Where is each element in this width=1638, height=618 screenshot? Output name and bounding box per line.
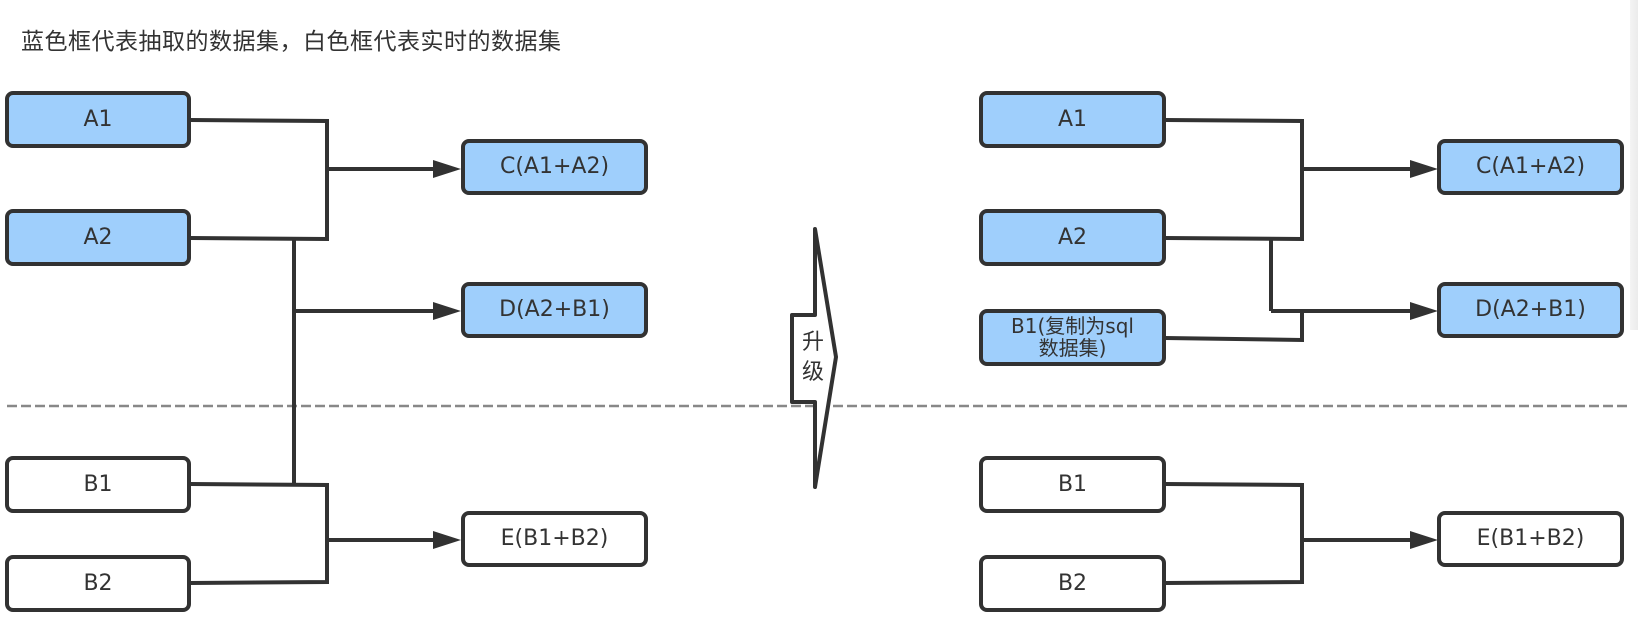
node-b1[interactable]: B1 xyxy=(5,456,191,513)
node-b2[interactable]: B2 xyxy=(5,555,191,612)
arrowhead-c xyxy=(433,160,461,178)
upgrade-arrow-shape xyxy=(790,227,838,489)
arrowhead-r-c xyxy=(1410,160,1438,178)
edge-r-a1-a2 xyxy=(1164,118,1304,242)
node-a2[interactable]: A2 xyxy=(5,209,191,266)
node-a1[interactable]: A1 xyxy=(5,91,191,148)
upgrade-label: 升 级 xyxy=(801,330,824,385)
arrowhead-d xyxy=(433,302,461,320)
node-r-a1[interactable]: A1 xyxy=(979,91,1166,148)
node-r-b1-sql[interactable]: B1(复制为sql数据集) xyxy=(979,309,1166,366)
diagram-caption: 蓝色框代表抽取的数据集，白色框代表实时的数据集 xyxy=(21,29,562,55)
node-r-d[interactable]: D(A2+B1) xyxy=(1437,282,1624,338)
node-r-c[interactable]: C(A1+A2) xyxy=(1437,139,1624,195)
panel-edge-shadow xyxy=(1630,0,1638,330)
node-r-b1[interactable]: B1 xyxy=(979,456,1166,513)
node-r-b2[interactable]: B2 xyxy=(979,555,1166,612)
node-d[interactable]: D(A2+B1) xyxy=(461,282,648,338)
edge-a1-c xyxy=(189,118,329,242)
node-r-a2[interactable]: A2 xyxy=(979,209,1166,266)
edge-b1-b2 xyxy=(189,482,329,585)
node-c[interactable]: C(A1+A2) xyxy=(461,139,648,195)
arrowhead-r-d xyxy=(1410,302,1438,320)
edge-r-b1sql-d xyxy=(1164,311,1304,343)
node-e[interactable]: E(B1+B2) xyxy=(461,511,648,567)
node-r-e[interactable]: E(B1+B2) xyxy=(1437,511,1624,567)
edge-r-b1-b2 xyxy=(1164,482,1304,585)
arrowhead-r-e xyxy=(1410,531,1438,549)
arrowhead-e xyxy=(433,531,461,549)
